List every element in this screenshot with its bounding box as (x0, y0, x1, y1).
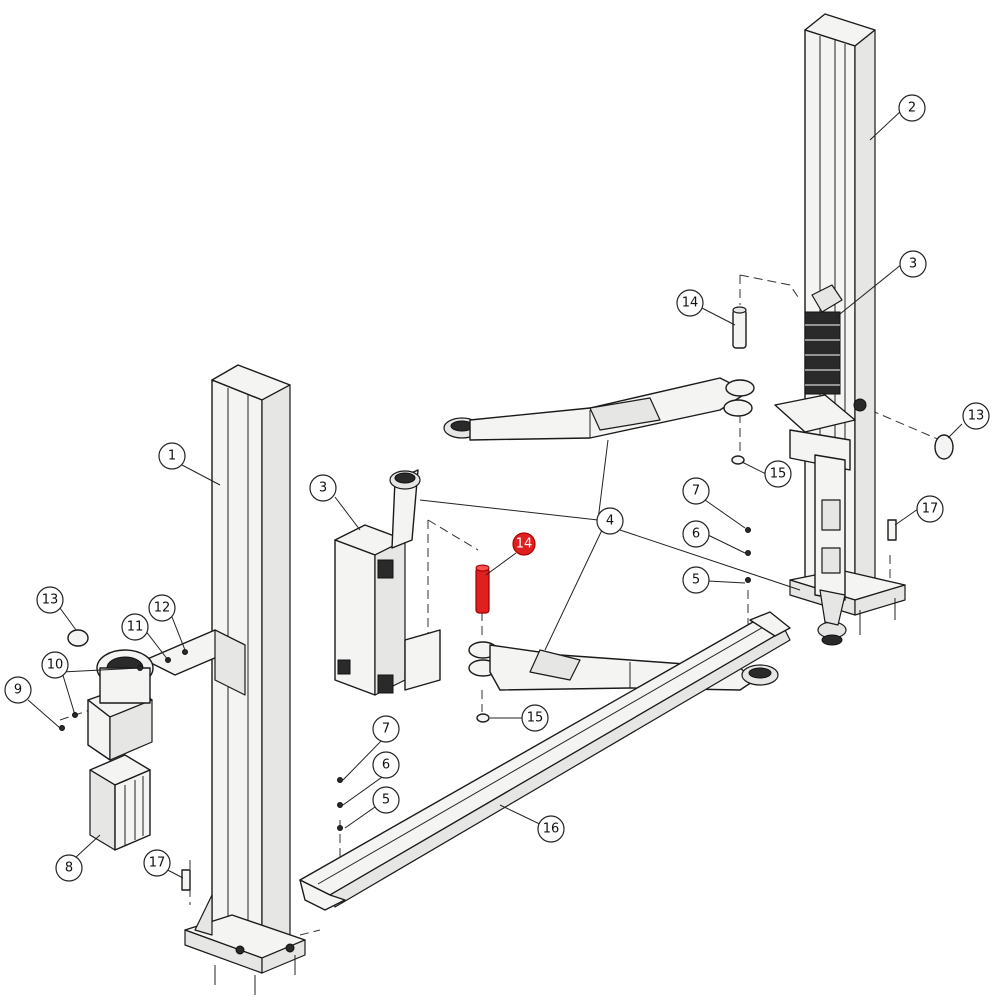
callout-10: 10 (41, 651, 69, 679)
callout-11: 11 (121, 613, 149, 641)
callout-9: 9 (4, 676, 32, 704)
svg-text:14: 14 (516, 537, 533, 552)
pin-14-right (732, 306, 747, 349)
svg-text:5: 5 (692, 573, 700, 588)
power-unit (87, 629, 246, 851)
callout-16: 16 (537, 815, 565, 843)
callout-8: 8 (55, 854, 83, 882)
svg-text:15: 15 (527, 711, 544, 726)
svg-text:4: 4 (606, 514, 614, 529)
svg-text:7: 7 (692, 484, 700, 499)
svg-text:7: 7 (382, 722, 390, 737)
callout-14-right: 14 (676, 289, 704, 317)
svg-text:2: 2 (908, 101, 916, 116)
callout-17-right: 17 (916, 495, 944, 523)
callout-13-left: 13 (36, 586, 64, 614)
callout-6-right: 6 (682, 520, 710, 548)
upper-arm (443, 377, 755, 441)
svg-text:11: 11 (127, 620, 144, 635)
callout-3-left: 3 (309, 474, 337, 502)
callout-7-left: 7 (372, 715, 400, 743)
svg-text:6: 6 (382, 758, 390, 773)
svg-text:5: 5 (382, 793, 390, 808)
callout-2: 2 (898, 94, 926, 122)
svg-text:13: 13 (42, 593, 59, 608)
callout-1: 1 (158, 442, 186, 470)
callouts: 1 2 3 3 4 5 5 6 6 7 7 8 9 10 11 12 13 13… (4, 94, 990, 882)
svg-text:1: 1 (168, 449, 176, 464)
callout-13-right: 13 (962, 402, 990, 430)
callout-14-highlighted: 14 (512, 532, 536, 556)
callout-5-right: 5 (682, 566, 710, 594)
svg-text:14: 14 (682, 296, 699, 311)
svg-text:17: 17 (149, 856, 166, 871)
svg-text:16: 16 (543, 822, 560, 837)
callout-15-left: 15 (521, 704, 549, 732)
hardware (59, 434, 954, 891)
svg-text:15: 15 (770, 467, 787, 482)
svg-text:17: 17 (922, 502, 939, 517)
callout-6-left: 6 (372, 751, 400, 779)
left-carriage (334, 469, 441, 696)
highlighted-pin-14 (475, 564, 490, 614)
right-carriage (774, 284, 867, 646)
svg-text:3: 3 (909, 257, 917, 272)
svg-text:3: 3 (319, 481, 327, 496)
svg-text:9: 9 (14, 683, 22, 698)
callout-7-right: 7 (682, 477, 710, 505)
svg-text:10: 10 (47, 658, 64, 673)
svg-text:13: 13 (968, 409, 985, 424)
callout-5-left: 5 (372, 786, 400, 814)
svg-text:12: 12 (154, 601, 171, 616)
callout-4: 4 (596, 507, 624, 535)
callout-17-left: 17 (143, 849, 171, 877)
floor-cover (299, 611, 791, 911)
svg-text:8: 8 (65, 861, 73, 876)
svg-text:6: 6 (692, 527, 700, 542)
lower-arm (468, 641, 779, 691)
callout-12: 12 (148, 594, 176, 622)
callout-3-right: 3 (899, 250, 927, 278)
callout-15-right: 15 (764, 460, 792, 488)
